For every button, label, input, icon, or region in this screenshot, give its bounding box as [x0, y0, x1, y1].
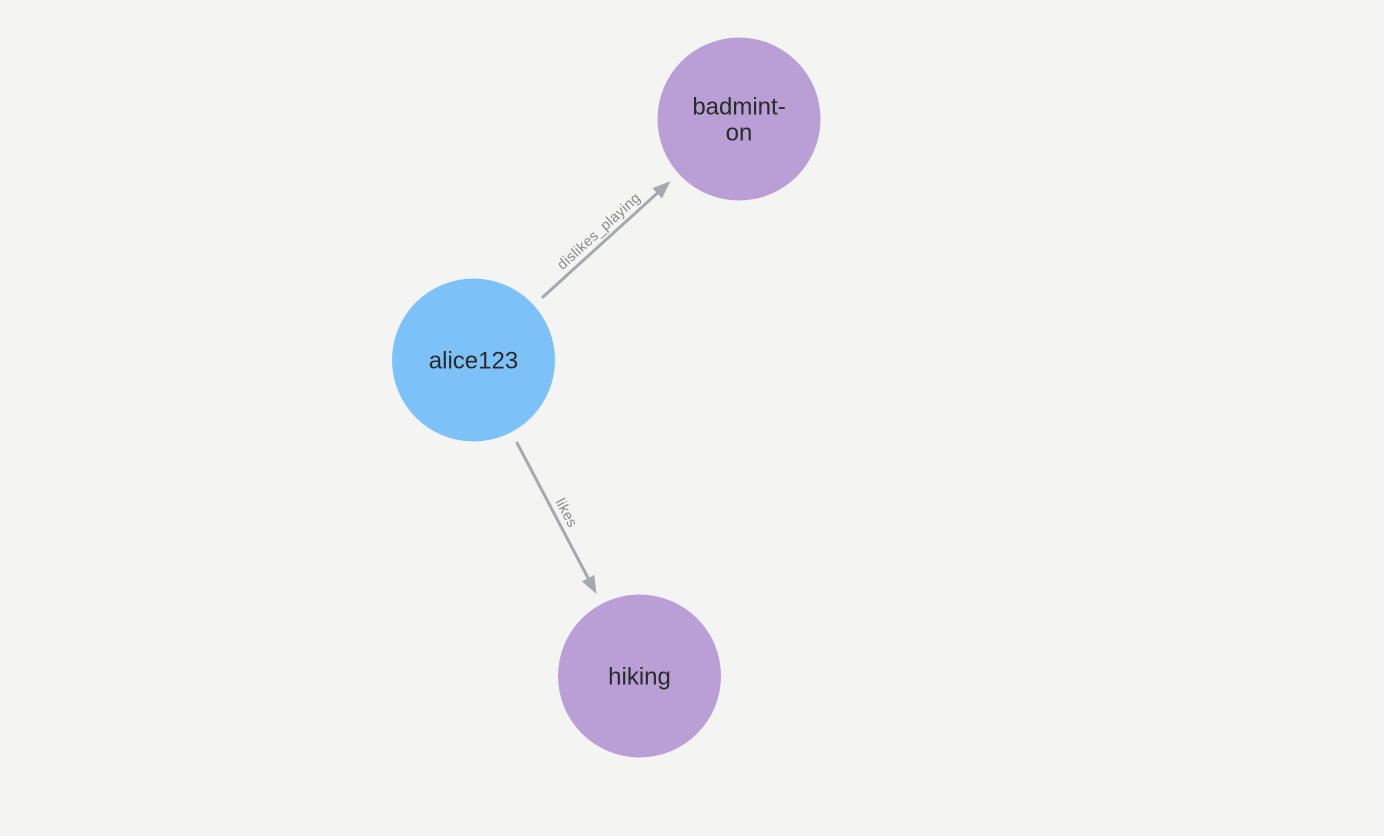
node-label: badmint-on: [692, 93, 785, 146]
node-circle: [558, 594, 721, 758]
edge-label: likes: [552, 496, 580, 530]
node-label-line: on: [726, 119, 753, 146]
graph-edge-likes[interactable]: likes: [515, 441, 597, 595]
node-circle: [392, 278, 555, 442]
node-label: alice123: [429, 347, 518, 374]
edge-line: [515, 441, 591, 581]
graph-node-hiking[interactable]: hiking: [558, 594, 721, 758]
graph-node-alice123[interactable]: alice123: [392, 278, 555, 442]
nodes-layer: alice123 badmint-on hiking: [392, 37, 821, 758]
edge-label: dislikes_playing: [554, 190, 644, 273]
node-label-line: hiking: [608, 663, 671, 690]
edge-arrowhead-icon: [581, 574, 597, 595]
node-label-line: badmint-: [692, 93, 785, 120]
graph-node-badminton[interactable]: badmint-on: [657, 37, 821, 201]
graph-edge-dislikes_playing[interactable]: dislikes_playing: [540, 181, 671, 299]
edge-arrowhead-icon: [652, 181, 671, 199]
node-label-line: alice123: [429, 347, 518, 374]
node-label: hiking: [608, 663, 671, 690]
edge-line: [540, 190, 660, 299]
node-circle: [657, 37, 821, 201]
